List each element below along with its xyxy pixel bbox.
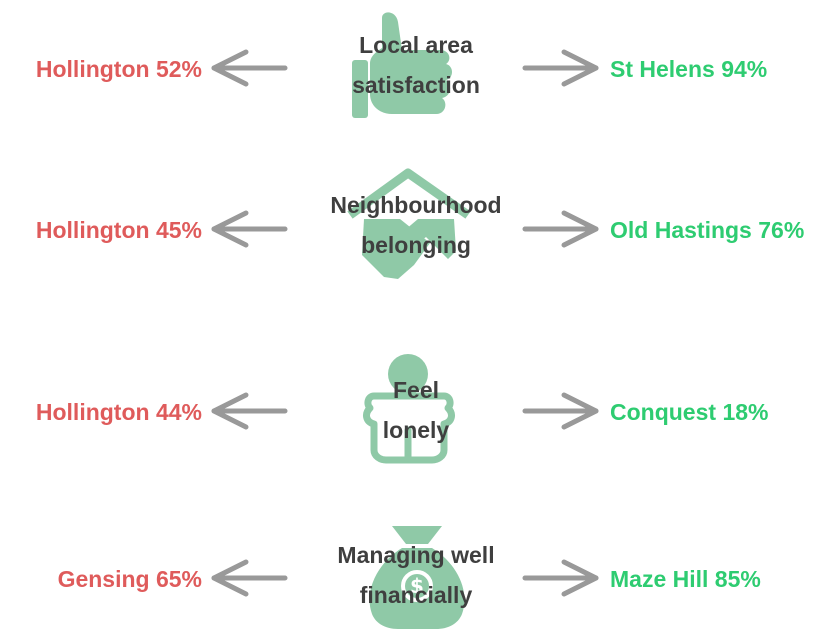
arrow-right-icon [522,49,599,87]
house-handshake-icon [347,168,471,279]
center-label-line-2: belonging [361,232,471,258]
arrow-left-icon [211,559,288,597]
low-value-label: Hollington 45% [35,217,202,243]
arrow-left-icon [211,49,288,87]
high-value-label: St Helens 94% [610,56,768,82]
center-label-line-1: Neighbourhood [330,192,502,218]
arrow-right-icon [522,210,599,248]
low-value-label: Hollington 52% [35,56,202,82]
center-label-line-1: Local area [359,32,473,58]
center-label-line-2: financially [359,582,473,608]
high-value-label: Conquest 18% [610,399,769,425]
arrow-right-icon [522,559,599,597]
center-label-line-2: lonely [382,417,450,443]
money-bag-icon: $ [369,526,465,629]
high-value-label: Maze Hill 85% [610,566,761,592]
arrow-left-icon [211,210,288,248]
center-label-line-2: satisfaction [352,72,480,98]
low-value-label: Gensing 65% [57,566,202,592]
high-value-label: Old Hastings 76% [610,217,805,243]
lonely-person-icon [363,354,455,464]
thumbs-up-icon [352,12,452,118]
svg-text:$: $ [410,574,424,598]
center-label-line-1: Managing well [337,542,495,568]
center-label-line-1: Feel [392,377,440,403]
arrow-right-icon [522,392,599,430]
low-value-label: Hollington 44% [35,399,202,425]
arrow-left-icon [211,392,288,430]
